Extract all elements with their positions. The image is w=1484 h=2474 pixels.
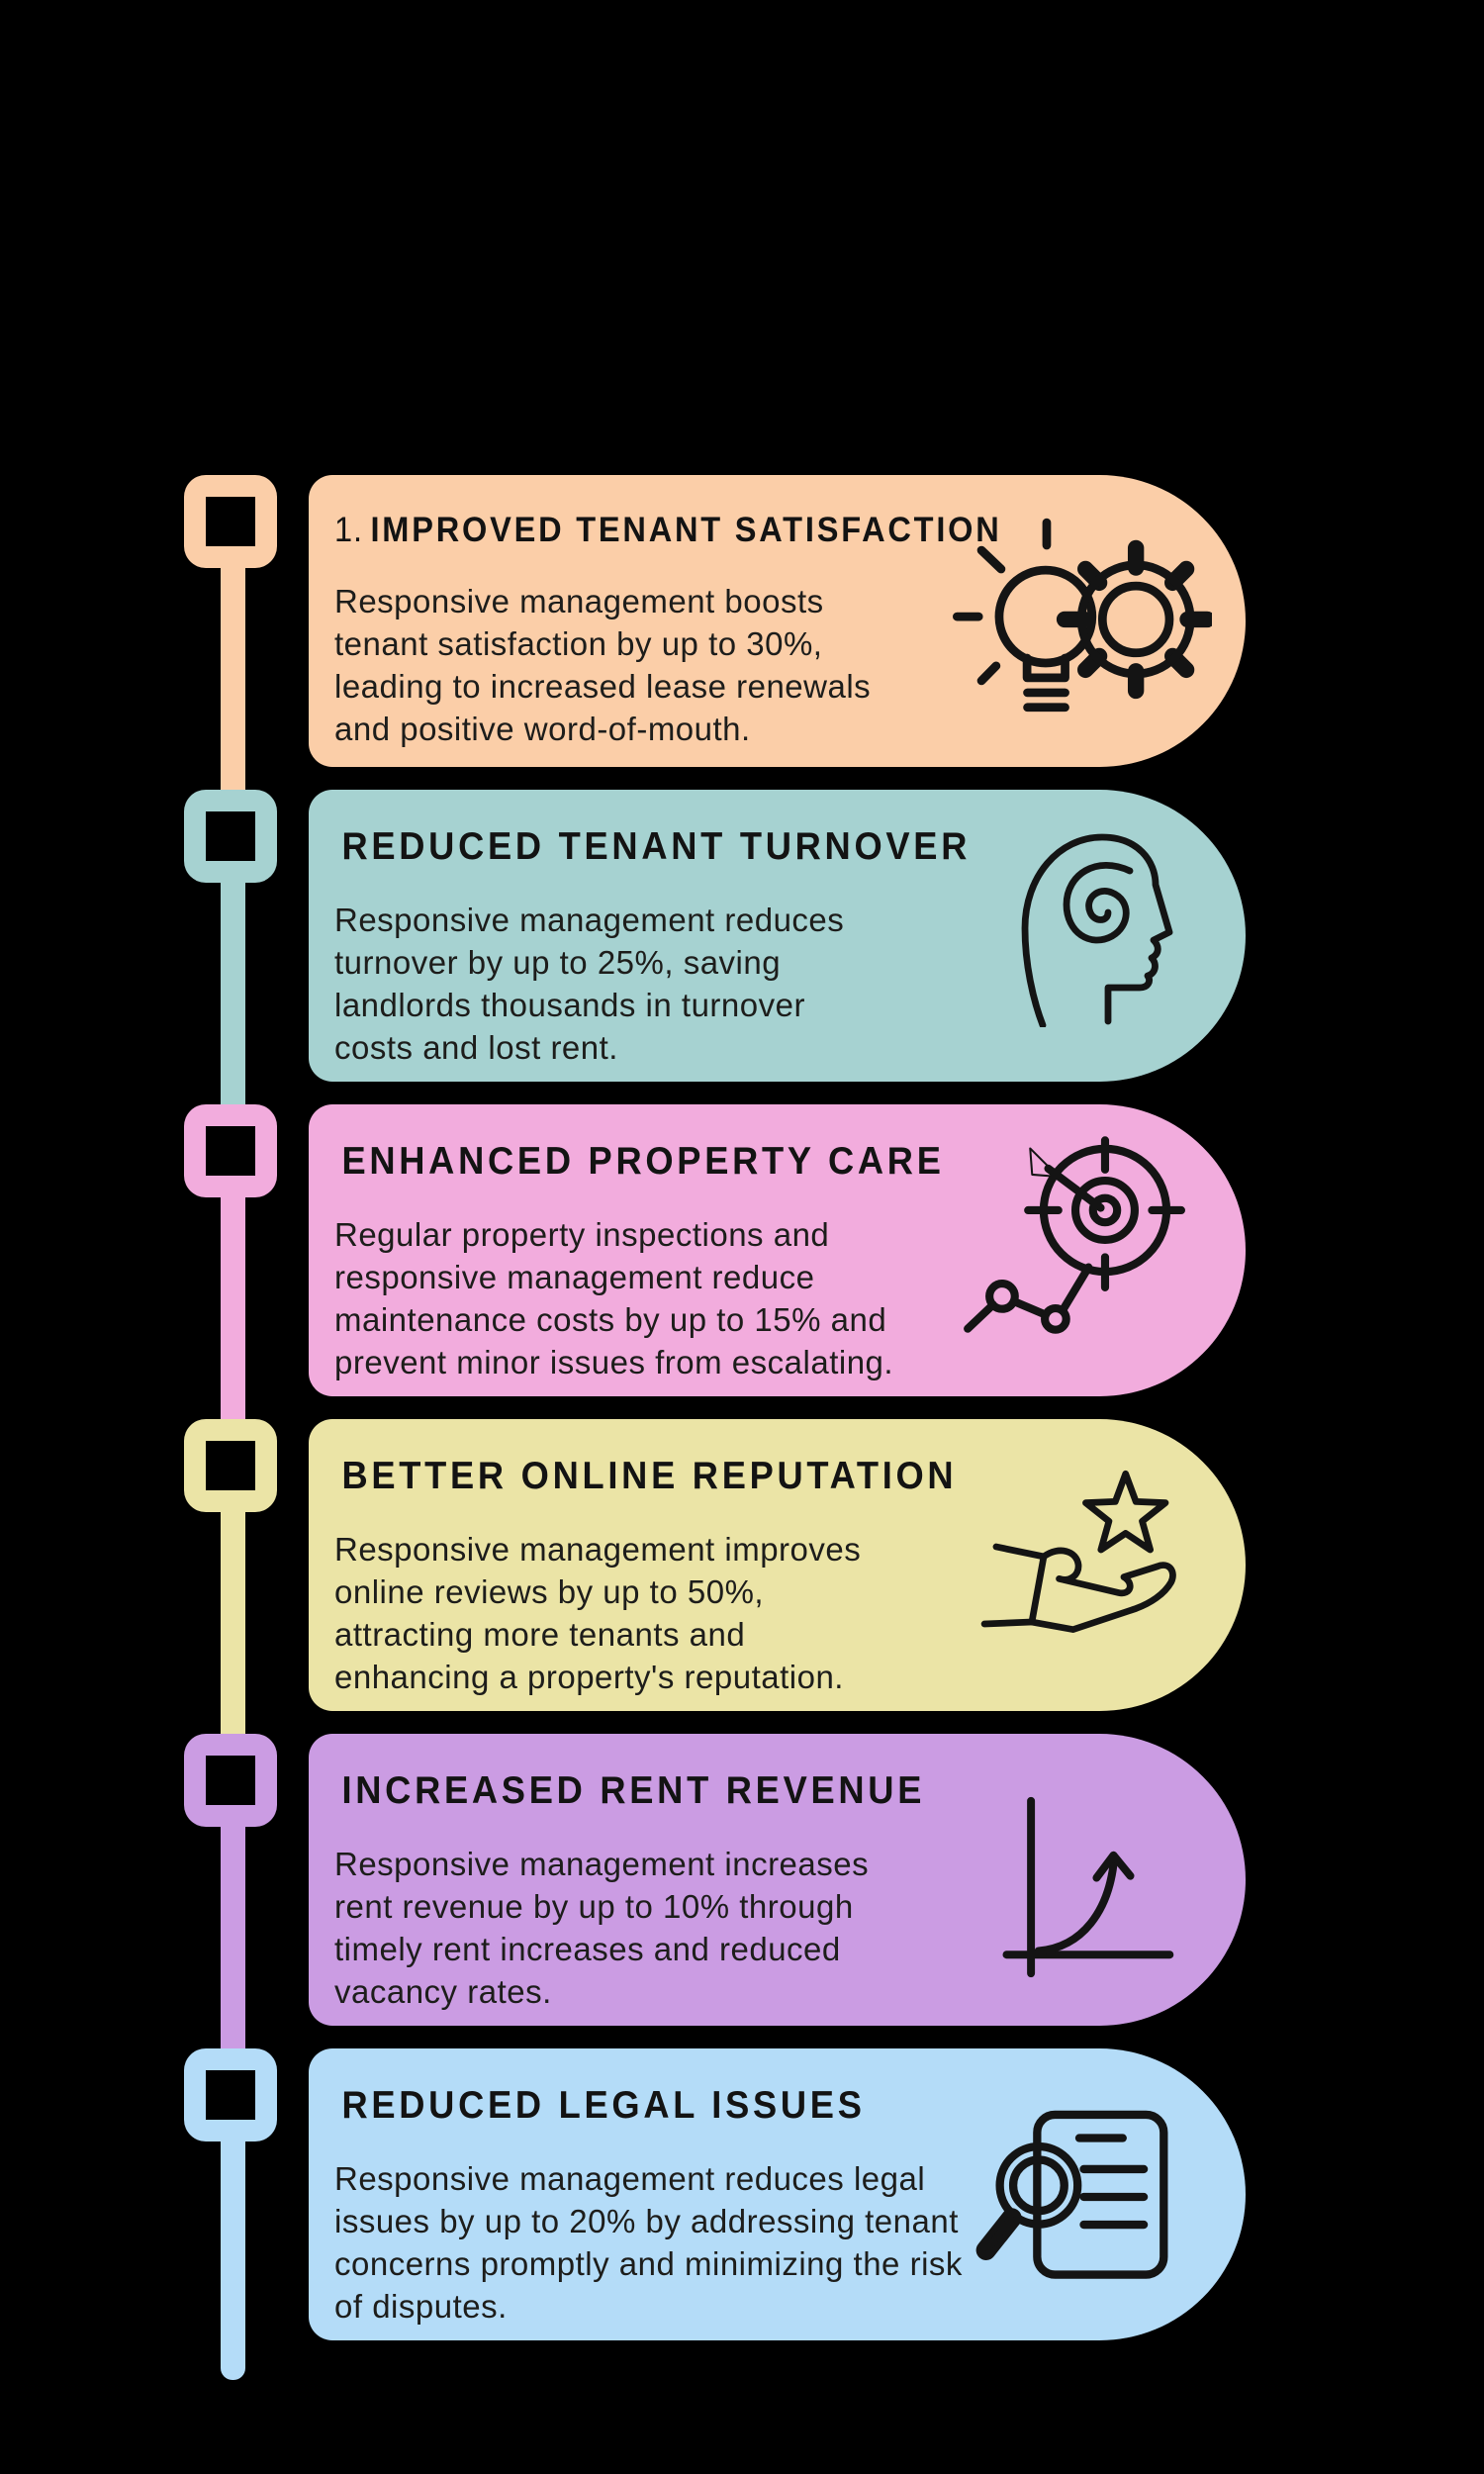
body-line: and positive word-of-mouth. (334, 711, 751, 747)
card-title: INCREASED RENT REVENUE (334, 1769, 1182, 1813)
timeline-node-6 (184, 2048, 277, 2141)
body-line: Responsive management reduces legal (334, 2160, 926, 2197)
document-magnifier-icon (975, 2110, 1168, 2279)
timeline-connector-6 (221, 2138, 245, 2380)
body-line: responsive management reduce (334, 1259, 815, 1295)
card-reduced-tenant-turnover: REDUCED TENANT TURNOVER Responsive manag… (309, 790, 1246, 1082)
body-line: tenant satisfaction by up to 30%, (334, 625, 823, 662)
card-text: INCREASED RENT REVENUE Responsive manage… (309, 1734, 1246, 2013)
card-text: ENHANCED PROPERTY CARE Regular property … (309, 1104, 1246, 1383)
card-title-text: ENHANCED PROPERTY CARE (341, 1140, 945, 1183)
card-title: 1.IMPROVED TENANT SATISFACTION (334, 511, 1182, 550)
timeline-node-hole (206, 811, 255, 861)
body-line: Responsive management increases (334, 1846, 870, 1882)
body-line: attracting more tenants and (334, 1616, 746, 1653)
card-description: Responsive management reduces legal issu… (334, 2157, 1246, 2328)
card-title-text: REDUCED LEGAL ISSUES (341, 2084, 866, 2127)
card-text: REDUCED LEGAL ISSUES Responsive manageme… (309, 2048, 1246, 2328)
timeline-node-1 (184, 475, 277, 568)
target-arrow-chart-icon (964, 1136, 1185, 1334)
card-description: Responsive management boosts tenant sati… (334, 580, 1246, 750)
body-line: concerns promptly and minimizing the ris… (334, 2245, 963, 2282)
body-line: vacancy rates. (334, 1973, 552, 2010)
timeline-connector-2 (221, 879, 245, 1119)
card-enhanced-property-care: ENHANCED PROPERTY CARE Regular property … (309, 1104, 1246, 1396)
timeline-connector-4 (221, 1508, 245, 1749)
timeline-connector-1 (221, 564, 245, 805)
card-title-text: INCREASED RENT REVENUE (341, 1769, 926, 1812)
timeline-node-hole (206, 2070, 255, 2120)
card-text: BETTER ONLINE REPUTATION Responsive mana… (309, 1419, 1246, 1698)
card-title-text: REDUCED TENANT TURNOVER (341, 825, 972, 868)
body-line: leading to increased lease renewals (334, 668, 872, 705)
body-line: Responsive management improves (334, 1531, 862, 1568)
card-title: ENHANCED PROPERTY CARE (334, 1140, 1182, 1184)
body-line: prevent minor issues from escalating. (334, 1344, 894, 1380)
card-increased-rent-revenue: INCREASED RENT REVENUE Responsive manage… (309, 1734, 1246, 2026)
body-line: timely rent increases and reduced (334, 1931, 841, 1967)
body-line: landlords thousands in turnover (334, 987, 805, 1023)
card-title: REDUCED TENANT TURNOVER (334, 825, 1182, 869)
card-title: BETTER ONLINE REPUTATION (334, 1455, 1182, 1498)
card-title-text: IMPROVED TENANT SATISFACTION (370, 511, 1002, 549)
body-line: Responsive management reduces (334, 902, 845, 938)
body-line: costs and lost rent. (334, 1029, 618, 1066)
body-line: enhancing a property's reputation. (334, 1659, 844, 1695)
hand-star-icon (980, 1470, 1176, 1633)
card-text: 1.IMPROVED TENANT SATISFACTION Responsiv… (309, 475, 1246, 750)
body-line: Responsive management boosts (334, 583, 824, 619)
card-better-online-reputation: BETTER ONLINE REPUTATION Responsive mana… (309, 1419, 1246, 1711)
timeline-node-hole (206, 1756, 255, 1805)
head-spiral-icon (1021, 833, 1173, 1027)
timeline-connector-5 (221, 1823, 245, 2063)
card-description: Responsive management increases rent rev… (334, 1843, 1246, 2013)
card-description: Responsive management improves online re… (334, 1528, 1246, 1698)
timeline-node-hole (206, 497, 255, 546)
timeline-node-4 (184, 1419, 277, 1512)
body-line: turnover by up to 25%, saving (334, 944, 782, 981)
body-line: online reviews by up to 50%, (334, 1573, 765, 1610)
card-description: Responsive management reduces turnover b… (334, 899, 1246, 1069)
card-description: Regular property inspections and respons… (334, 1213, 1246, 1383)
body-line: maintenance costs by up to 15% and (334, 1301, 887, 1338)
card-text: REDUCED TENANT TURNOVER Responsive manag… (309, 790, 1246, 1069)
timeline-node-3 (184, 1104, 277, 1197)
timeline-node-2 (184, 790, 277, 883)
card-improved-tenant-satisfaction: 1.IMPROVED TENANT SATISFACTION Responsiv… (309, 475, 1246, 767)
body-line: rent revenue by up to 10% through (334, 1888, 854, 1925)
lightbulb-gear-icon (953, 518, 1212, 713)
timeline-node-5 (184, 1734, 277, 1827)
card-title: REDUCED LEGAL ISSUES (334, 2084, 1182, 2128)
card-reduced-legal-issues: REDUCED LEGAL ISSUES Responsive manageme… (309, 2048, 1246, 2340)
body-line: of disputes. (334, 2288, 508, 2325)
growth-arrow-icon (1002, 1796, 1174, 1978)
timeline-connector-3 (221, 1193, 245, 1434)
timeline-node-hole (206, 1441, 255, 1490)
timeline-node-hole (206, 1126, 255, 1176)
card-number: 1. (334, 511, 364, 549)
body-line: issues by up to 20% by addressing tenant (334, 2203, 959, 2239)
body-line: Regular property inspections and (334, 1216, 830, 1253)
card-title-text: BETTER ONLINE REPUTATION (341, 1455, 958, 1497)
